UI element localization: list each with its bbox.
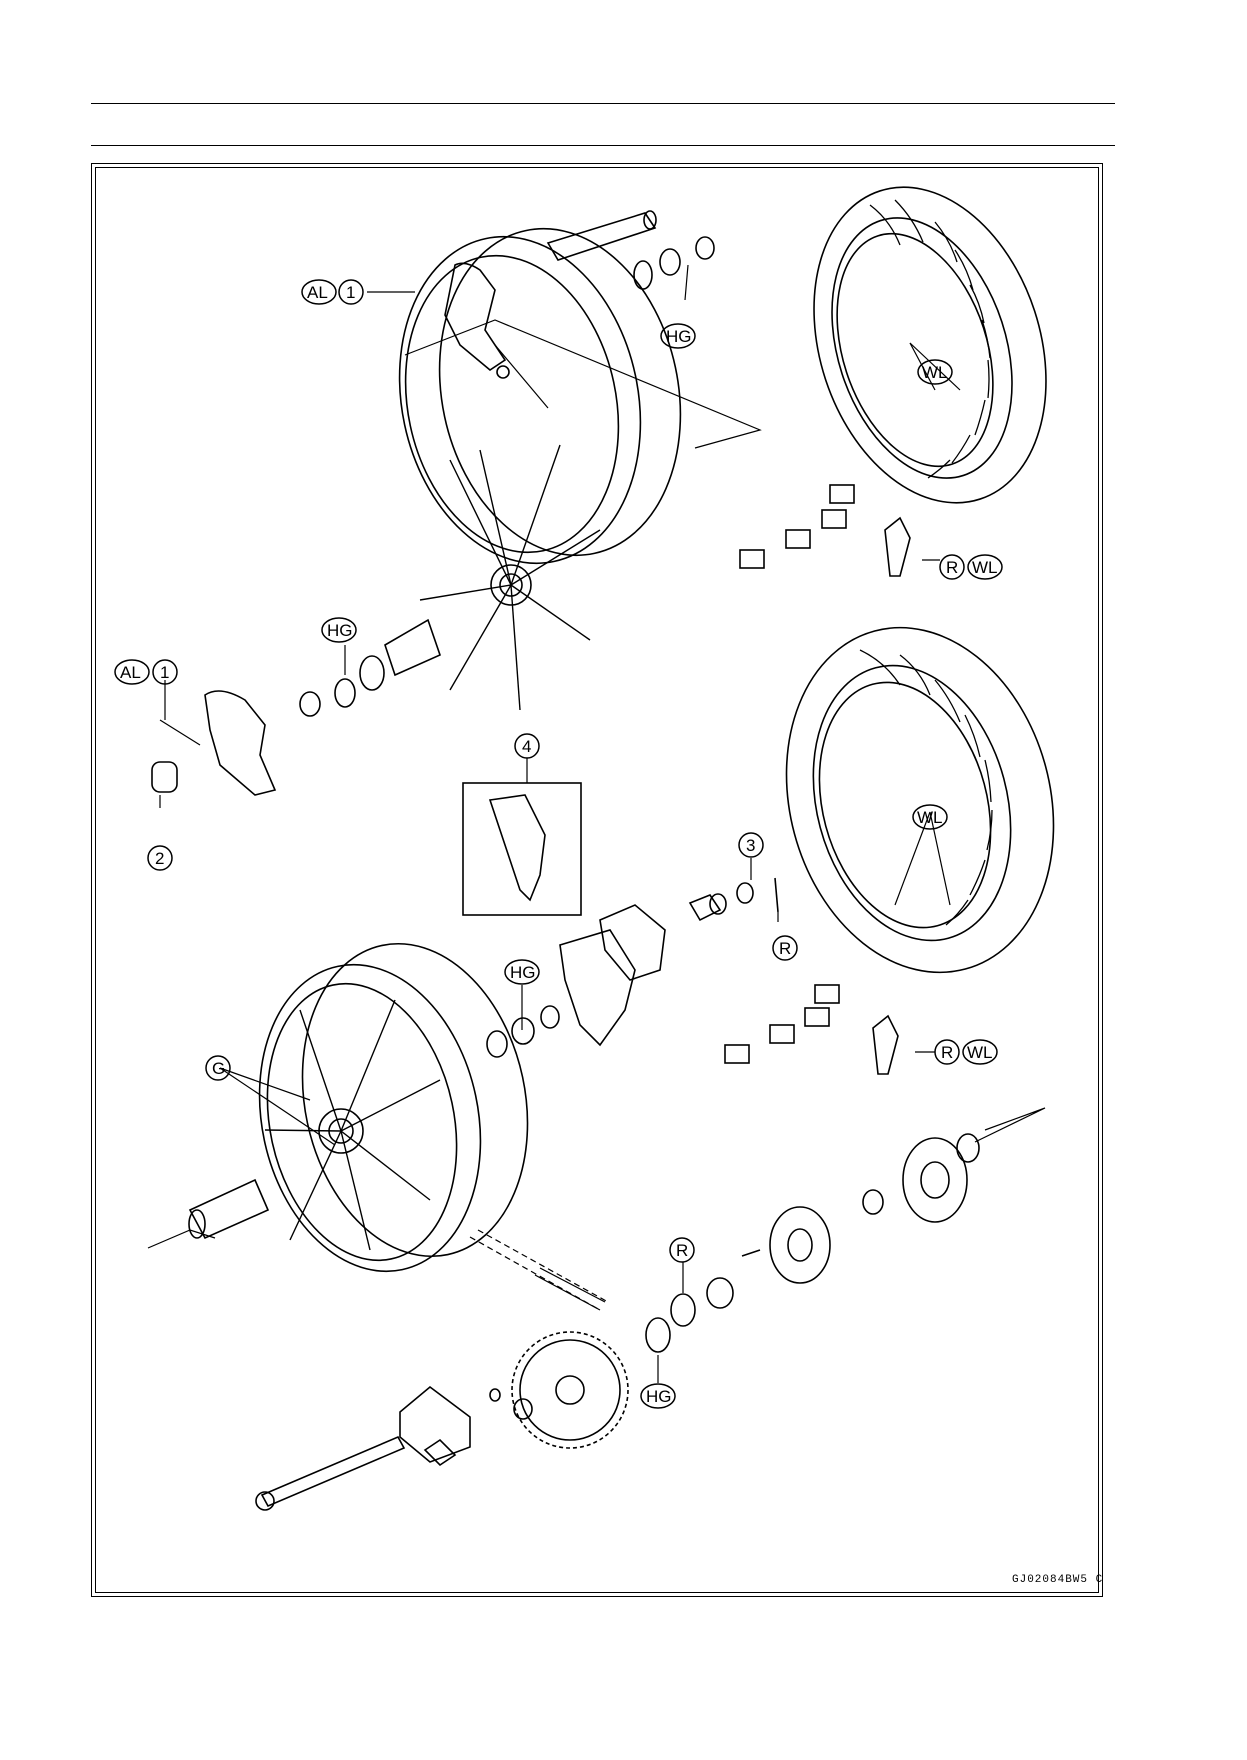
sprocket-bearings bbox=[645, 1277, 734, 1353]
leader-lines bbox=[147, 264, 1046, 1383]
rear-valve bbox=[872, 1014, 899, 1075]
callout-bubbles bbox=[114, 279, 1003, 1409]
callout-r-cotter: R bbox=[779, 939, 791, 958]
rear-balance-weights bbox=[724, 984, 840, 1064]
header-rule-top bbox=[91, 103, 1115, 104]
sprocket-hub bbox=[741, 1206, 831, 1284]
callout-labels: AL 1 HG HG AL 1 2 4 3 HG R G R HG WL R W… bbox=[120, 283, 1103, 1586]
callout-hg-rear-bracket: HG bbox=[510, 963, 536, 982]
rear-tire bbox=[785, 626, 1055, 974]
rear-chain-adjuster bbox=[399, 1385, 533, 1467]
callout-1-front-top: 1 bbox=[346, 283, 355, 302]
callout-al-front-top: AL bbox=[307, 283, 328, 302]
rear-spacer-left bbox=[188, 1178, 270, 1240]
callout-r-rear-valve: R bbox=[941, 1043, 953, 1062]
front-valve bbox=[884, 516, 911, 577]
callout-hg-sprocket: HG bbox=[646, 1387, 672, 1406]
header-rule-bottom bbox=[91, 145, 1115, 146]
figure-code: GJ02084BW5 C bbox=[1012, 1574, 1103, 1586]
coupling-damper bbox=[862, 1133, 980, 1223]
callout-wl-front-valve: WL bbox=[972, 558, 998, 577]
callout-2: 2 bbox=[155, 849, 164, 868]
diagram-frame-inner bbox=[95, 167, 1099, 1593]
callout-wl-rear-valve: WL bbox=[967, 1043, 993, 1062]
rear-sprocket bbox=[511, 1331, 629, 1449]
callout-al-front-bottom: AL bbox=[120, 663, 141, 682]
callout-1-front-bottom: 1 bbox=[160, 663, 169, 682]
front-axle bbox=[546, 210, 657, 261]
front-balance-weights bbox=[739, 484, 855, 569]
callout-hg-front-inner: HG bbox=[327, 621, 353, 640]
front-right-caliper-bracket bbox=[151, 690, 277, 796]
callout-4: 4 bbox=[522, 737, 531, 756]
front-wheel bbox=[398, 227, 682, 711]
rear-caliper-bracket bbox=[559, 877, 779, 1047]
front-left-caliper-bracket bbox=[444, 262, 510, 379]
callout-wl-front-tire: WL bbox=[922, 363, 948, 382]
callout-r-front-valve: R bbox=[946, 558, 958, 577]
front-spacers bbox=[299, 236, 715, 717]
front-tire bbox=[813, 186, 1047, 504]
rear-chain bbox=[469, 1229, 609, 1311]
callout-g: G bbox=[212, 1059, 225, 1078]
rear-axle bbox=[255, 1435, 406, 1511]
callout-hg-front-outer: HG bbox=[666, 327, 692, 346]
callout-3: 3 bbox=[746, 836, 755, 855]
rear-wheel bbox=[258, 942, 529, 1273]
callout-r-circlip: R bbox=[676, 1241, 688, 1260]
diagram-frame bbox=[91, 163, 1103, 1597]
inset-box-part-4 bbox=[462, 782, 582, 916]
callout-wl-rear-tire: WL bbox=[917, 808, 943, 827]
rear-bearings bbox=[486, 1005, 560, 1058]
